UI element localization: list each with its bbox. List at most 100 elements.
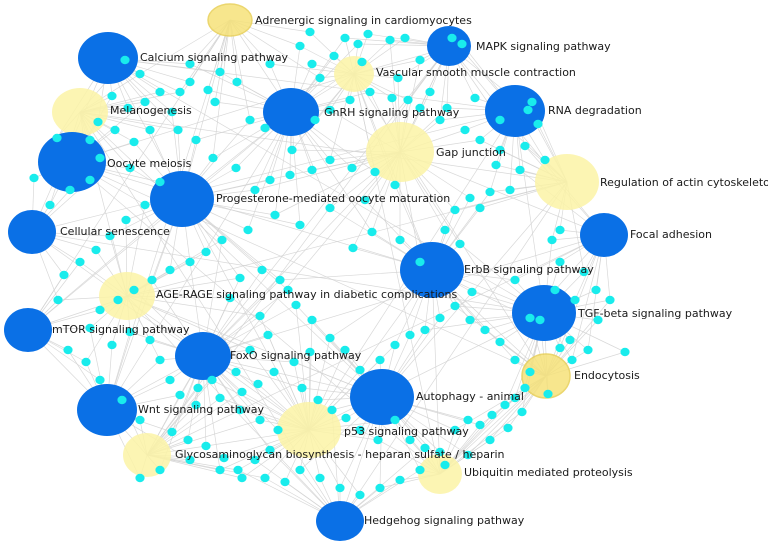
gene-node bbox=[475, 135, 485, 145]
gene-node bbox=[442, 103, 452, 113]
gene-node bbox=[527, 97, 537, 107]
gene-node bbox=[165, 265, 175, 275]
edge bbox=[146, 151, 401, 456]
gene-node bbox=[450, 205, 460, 215]
gene-node bbox=[565, 335, 575, 345]
gene-node bbox=[555, 343, 565, 353]
label-vascular-smooth-muscle: Vascular smooth muscle contraction bbox=[376, 66, 576, 79]
gene-node bbox=[465, 315, 475, 325]
gene-node bbox=[341, 413, 351, 423]
gene-node bbox=[255, 311, 265, 321]
gene-node bbox=[455, 239, 465, 249]
gene-node bbox=[550, 285, 560, 295]
gene-node bbox=[460, 125, 470, 135]
gene-node bbox=[208, 153, 218, 163]
pathway-node bbox=[150, 171, 214, 227]
gene-node bbox=[605, 295, 615, 305]
gene-node bbox=[393, 73, 403, 83]
gene-node bbox=[395, 475, 405, 485]
pathway-node bbox=[580, 213, 628, 257]
edge bbox=[431, 269, 441, 475]
gene-node bbox=[420, 325, 430, 335]
label-layer: Adrenergic signaling in cardiomyocytes C… bbox=[52, 14, 768, 527]
pathway-node bbox=[334, 56, 374, 92]
edge bbox=[107, 57, 516, 112]
gene-node bbox=[415, 103, 425, 113]
gene-node bbox=[183, 435, 193, 445]
gene-node bbox=[265, 59, 275, 69]
gene-node bbox=[167, 107, 177, 117]
label-hedgehog-signaling: Hedgehog signaling pathway bbox=[364, 514, 525, 527]
edge bbox=[181, 19, 231, 200]
label-autophagy: Autophagy - animal bbox=[416, 390, 524, 403]
gene-node bbox=[520, 141, 530, 151]
label-mapk-signaling: MAPK signaling pathway bbox=[476, 40, 611, 53]
gene-node bbox=[523, 105, 533, 115]
label-focal-adhesion: Focal adhesion bbox=[630, 228, 712, 241]
gene-node bbox=[265, 445, 275, 455]
gene-node bbox=[495, 115, 505, 125]
gene-node bbox=[463, 415, 473, 425]
gene-node bbox=[579, 267, 589, 277]
gene-node bbox=[201, 441, 211, 451]
gene-node bbox=[370, 167, 380, 177]
label-tgf-beta-signaling: TGF-beta signaling pathway bbox=[577, 307, 733, 320]
gene-node bbox=[250, 185, 260, 195]
gene-node bbox=[253, 379, 263, 389]
gene-node bbox=[403, 95, 413, 105]
gene-node bbox=[547, 235, 557, 245]
edge bbox=[79, 111, 383, 398]
gene-node bbox=[375, 355, 385, 365]
gene-node bbox=[525, 367, 535, 377]
gene-node bbox=[237, 473, 247, 483]
gene-node bbox=[123, 103, 133, 113]
gene-node bbox=[485, 435, 495, 445]
gene-node bbox=[480, 325, 490, 335]
gene-node bbox=[260, 473, 270, 483]
gene-node bbox=[485, 187, 495, 197]
gene-node bbox=[373, 435, 383, 445]
pathway-node bbox=[4, 308, 52, 352]
edge bbox=[353, 73, 547, 377]
gene-node bbox=[129, 137, 139, 147]
gene-node bbox=[93, 117, 103, 127]
pathway-node bbox=[521, 353, 571, 399]
gene-node bbox=[185, 257, 195, 267]
edge bbox=[514, 110, 545, 314]
gene-node bbox=[340, 33, 350, 43]
gene-node bbox=[215, 67, 225, 77]
edge bbox=[126, 295, 341, 522]
gene-node bbox=[270, 210, 280, 220]
gene-node bbox=[245, 345, 255, 355]
edge bbox=[31, 231, 545, 314]
gene-node bbox=[291, 300, 301, 310]
gene-node bbox=[219, 453, 229, 463]
gene-node bbox=[283, 285, 293, 295]
edge bbox=[106, 111, 292, 411]
gene-node bbox=[191, 135, 201, 145]
label-rna-degradation: RNA degradation bbox=[548, 104, 642, 117]
label-glycosaminoglycan: Glycosaminoglycan biosynthesis - heparan… bbox=[175, 448, 505, 461]
pathway-node bbox=[175, 332, 231, 380]
gene-node bbox=[463, 450, 473, 460]
gene-node bbox=[120, 55, 130, 65]
gene-node bbox=[447, 33, 457, 43]
gene-node bbox=[155, 465, 165, 475]
gene-node bbox=[525, 313, 535, 323]
gene-node bbox=[591, 285, 601, 295]
gene-node bbox=[487, 410, 497, 420]
gene-node bbox=[515, 165, 525, 175]
gene-node bbox=[107, 91, 117, 101]
edge bbox=[399, 151, 605, 236]
gene-node bbox=[121, 215, 131, 225]
label-mtor-signaling: mTOR signaling pathway bbox=[52, 323, 190, 336]
gene-node bbox=[583, 345, 593, 355]
gene-node bbox=[125, 163, 135, 173]
gene-node bbox=[440, 460, 450, 470]
gene-node bbox=[360, 195, 370, 205]
gene-node bbox=[435, 313, 445, 323]
gene-node bbox=[415, 465, 425, 475]
gene-node bbox=[285, 170, 295, 180]
gene-node bbox=[95, 305, 105, 315]
gene-node bbox=[173, 125, 183, 135]
